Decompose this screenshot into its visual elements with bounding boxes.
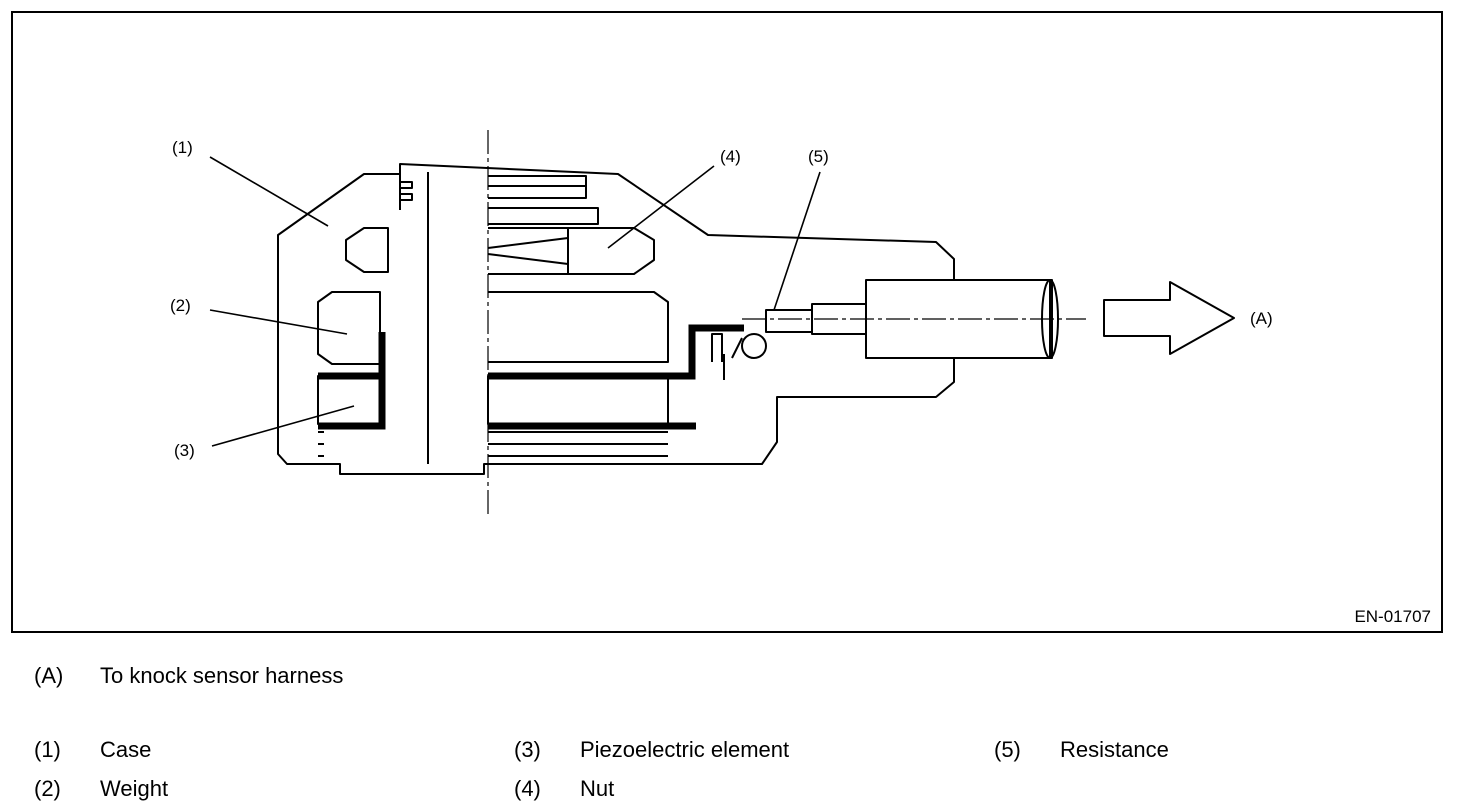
figure-code: EN-01707 (1354, 607, 1431, 626)
callout-5: (5) (808, 147, 829, 166)
leader-5 (773, 171, 821, 311)
leader-2 (209, 309, 348, 335)
piezo-right-shape (487, 375, 669, 425)
legend-label: Piezoelectric element (580, 737, 790, 762)
legend-key: (5) (994, 737, 1021, 762)
resistance-shape (765, 309, 813, 333)
legend-key: (4) (514, 776, 541, 801)
legend-label: To knock sensor harness (100, 663, 344, 688)
legend-label: Resistance (1060, 737, 1169, 762)
lead-wire-shape (318, 332, 386, 430)
legend-key: (2) (34, 776, 61, 801)
legend-label: Weight (100, 776, 169, 801)
leader-1 (209, 156, 329, 227)
leader-4 (607, 165, 715, 249)
callout-2: (2) (170, 296, 191, 315)
figure-frame: (1) (2) (3) (4) (5) (A) EN-01707 (11, 11, 1443, 633)
knock-sensor-cross-section: (1) (2) (3) (4) (5) (A) (170, 130, 1273, 518)
legend-key: (1) (34, 737, 61, 762)
callout-A: (A) (1250, 309, 1273, 328)
callout-1: (1) (172, 138, 193, 157)
legend-label: Nut (580, 776, 615, 801)
legend-key: (A) (34, 663, 64, 688)
legend-key: (3) (514, 737, 541, 762)
nut-left-shape (345, 227, 389, 273)
weight-shape (317, 291, 381, 365)
piezo-left-shape (317, 375, 381, 425)
leader-3 (211, 405, 355, 447)
case-outline (277, 163, 1051, 475)
callout-4: (4) (720, 147, 741, 166)
callout-3: (3) (174, 441, 195, 460)
nut-right-shape (488, 227, 655, 275)
arrow-A-shape (1103, 281, 1235, 355)
legend-label: Case (100, 737, 152, 762)
